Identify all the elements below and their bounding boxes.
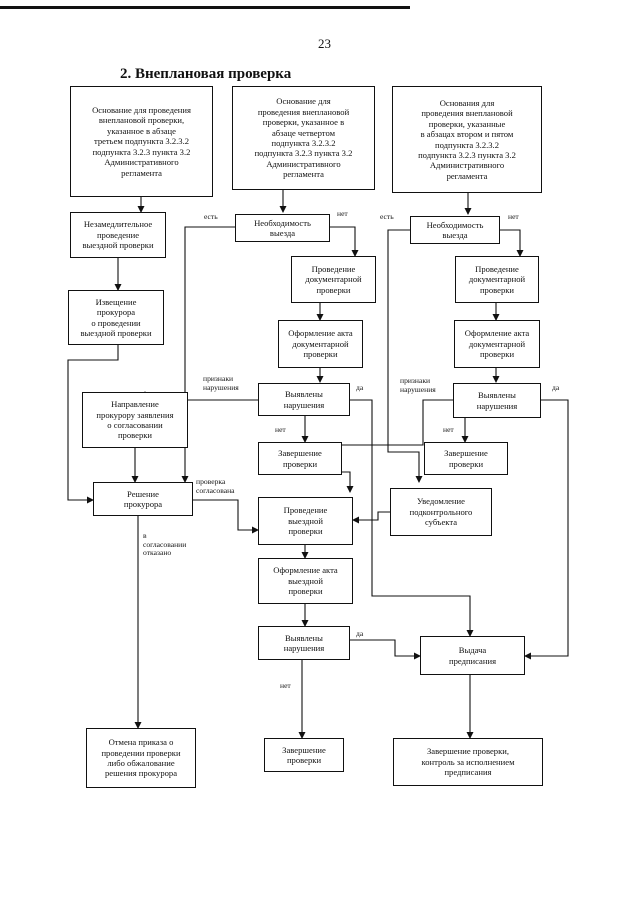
- prosecutor-application-box: Направление прокурору заявления о соглас…: [82, 392, 188, 448]
- immediate-field-check-box: Незамедлительное проведение выездной про…: [70, 212, 166, 258]
- violations-found-box-2: Выявлены нарушения: [453, 383, 541, 418]
- arrow-need1-no: [330, 226, 359, 257]
- label-approval-refused: в согласовании отказано: [143, 531, 187, 558]
- label-check-approved: проверка согласована: [196, 477, 235, 495]
- arrow-decision-field: [193, 499, 259, 534]
- visit-need-box-2: Необходимость выезда: [410, 216, 500, 244]
- document-check-box-2: Проведение документарной проверки: [455, 256, 539, 303]
- check-end-box-3: Завершение проверки: [264, 738, 344, 772]
- arrow-viol1-yes: [350, 399, 474, 637]
- document-act-box-1: Оформление акта документарной проверки: [278, 320, 363, 368]
- document-check-box-1: Проведение документарной проверки: [291, 256, 376, 303]
- label-no-1: нет: [337, 209, 348, 218]
- label-violation-signs-1: признаки нарушения: [203, 374, 239, 392]
- order-cancel-box: Отмена приказа о проведении проверки либ…: [86, 728, 196, 788]
- field-check-box: Проведение выездной проверки: [258, 497, 353, 545]
- arrow-notifysubj-field: [352, 511, 390, 524]
- visit-need-box-1: Необходимость выезда: [235, 214, 330, 242]
- label-no-net-2: нет: [443, 425, 454, 434]
- order-issue-box: Выдача предписания: [420, 636, 525, 675]
- violations-found-box-3: Выявлены нарушения: [258, 626, 350, 660]
- field-act-box: Оформление акта выездной проверки: [258, 558, 353, 604]
- check-end-box-1: Завершение проверки: [258, 442, 342, 475]
- arrow-viol2-yes: [524, 399, 569, 660]
- label-no-net-1: нет: [275, 425, 286, 434]
- arrow-viol3-yes: [350, 639, 421, 660]
- page-number: 23: [318, 36, 331, 51]
- check-end-box-2: Завершение проверки: [424, 442, 508, 475]
- document-act-box-2: Оформление акта документарной проверки: [454, 320, 540, 368]
- check-end-control-box: Завершение проверки, контроль за исполне…: [393, 738, 543, 786]
- label-yes-da-3: да: [356, 629, 364, 638]
- label-no-2: нет: [508, 212, 519, 221]
- label-yes-da-1: да: [356, 383, 364, 392]
- label-yes-da-2: да: [552, 383, 560, 392]
- top-rule: [0, 6, 410, 9]
- basis-box-1: Основание для проведения внеплановой про…: [70, 86, 213, 197]
- prosecutor-decision-box: Решение прокурора: [93, 482, 193, 516]
- subject-notice-box: Уведомление подконтрольного субъекта: [390, 488, 492, 536]
- arrow-need2-yes: [387, 229, 423, 483]
- prosecutor-notice-box: Извещение прокурора о проведении выездно…: [68, 290, 164, 345]
- section-heading: 2. Внеплановая проверка: [120, 66, 292, 82]
- label-violation-signs-2: признаки нарушения: [400, 376, 436, 394]
- arrow-need2-no: [500, 229, 524, 257]
- basis-box-3: Основания для проведения внеплановой про…: [392, 86, 542, 193]
- label-yes-1: есть: [204, 212, 218, 221]
- basis-box-2: Основание для проведения внеплановой про…: [232, 86, 375, 190]
- label-yes-2: есть: [380, 212, 394, 221]
- arrow-notify-decision: [67, 345, 119, 504]
- arrow-need1-yes: [181, 226, 235, 483]
- violations-found-box-1: Выявлены нарушения: [258, 383, 350, 416]
- label-no-net-3: нет: [280, 681, 291, 690]
